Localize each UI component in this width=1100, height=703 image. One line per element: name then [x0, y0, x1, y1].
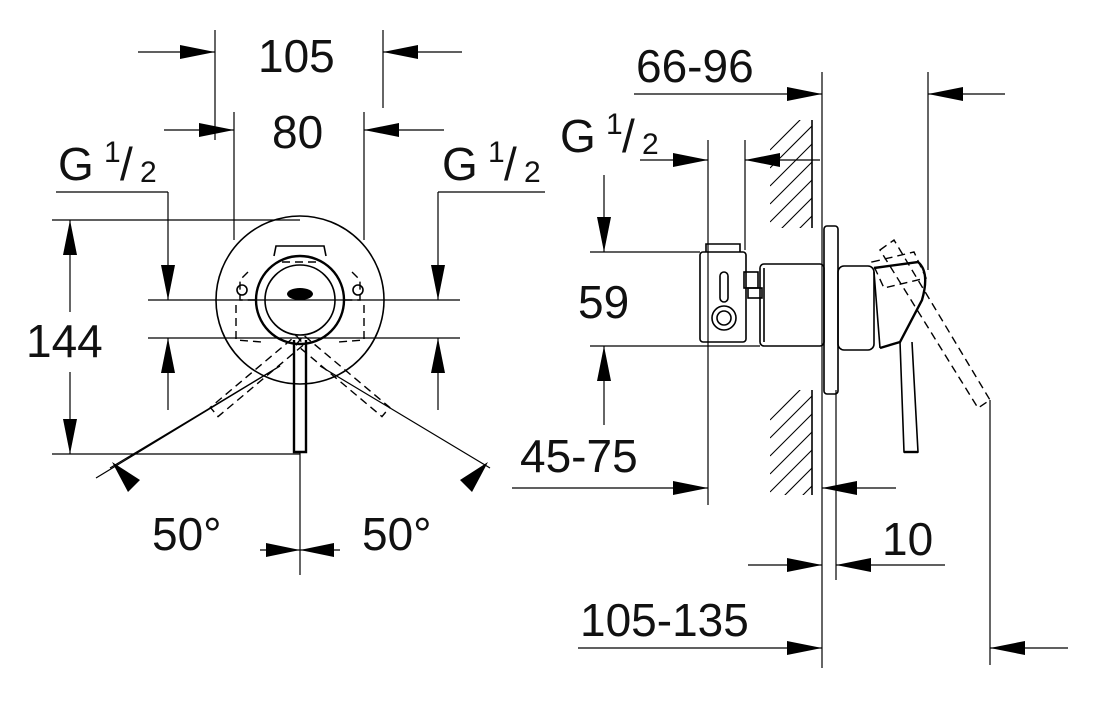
svg-text:2: 2: [140, 156, 157, 189]
thread-label-side: G 1 / 2: [560, 108, 659, 162]
svg-text:2: 2: [524, 156, 541, 189]
dim-total-projection: 105-135: [580, 594, 749, 646]
dim-plate-thickness: 10: [882, 513, 933, 565]
svg-text:2: 2: [642, 128, 659, 161]
svg-text:G: G: [442, 138, 478, 190]
svg-text:1: 1: [488, 136, 505, 169]
dim-port-height: 59: [578, 276, 629, 328]
dim-width-inner: 80: [272, 106, 323, 158]
angle-right: 50°: [362, 508, 432, 560]
svg-text:/: /: [120, 138, 133, 190]
side-view: 66-96 G 1 / 2: [512, 40, 1068, 668]
svg-text:/: /: [504, 138, 517, 190]
dim-width-outer: 105: [258, 30, 335, 82]
svg-text:/: /: [622, 110, 635, 162]
svg-text:1: 1: [104, 136, 121, 169]
front-view: 105 80 G 1 / 2 G 1 / 2: [26, 30, 545, 575]
svg-text:1: 1: [606, 108, 623, 141]
angle-left: 50°: [152, 508, 222, 560]
thread-label-right: G 1 / 2: [442, 136, 541, 190]
svg-text:G: G: [560, 110, 596, 162]
thread-label-left: G 1 / 2: [58, 136, 157, 190]
dim-depth-range: 66-96: [636, 40, 754, 92]
svg-text:G: G: [58, 138, 94, 190]
dim-height: 144: [26, 315, 103, 367]
dim-install-depth: 45-75: [520, 430, 638, 482]
